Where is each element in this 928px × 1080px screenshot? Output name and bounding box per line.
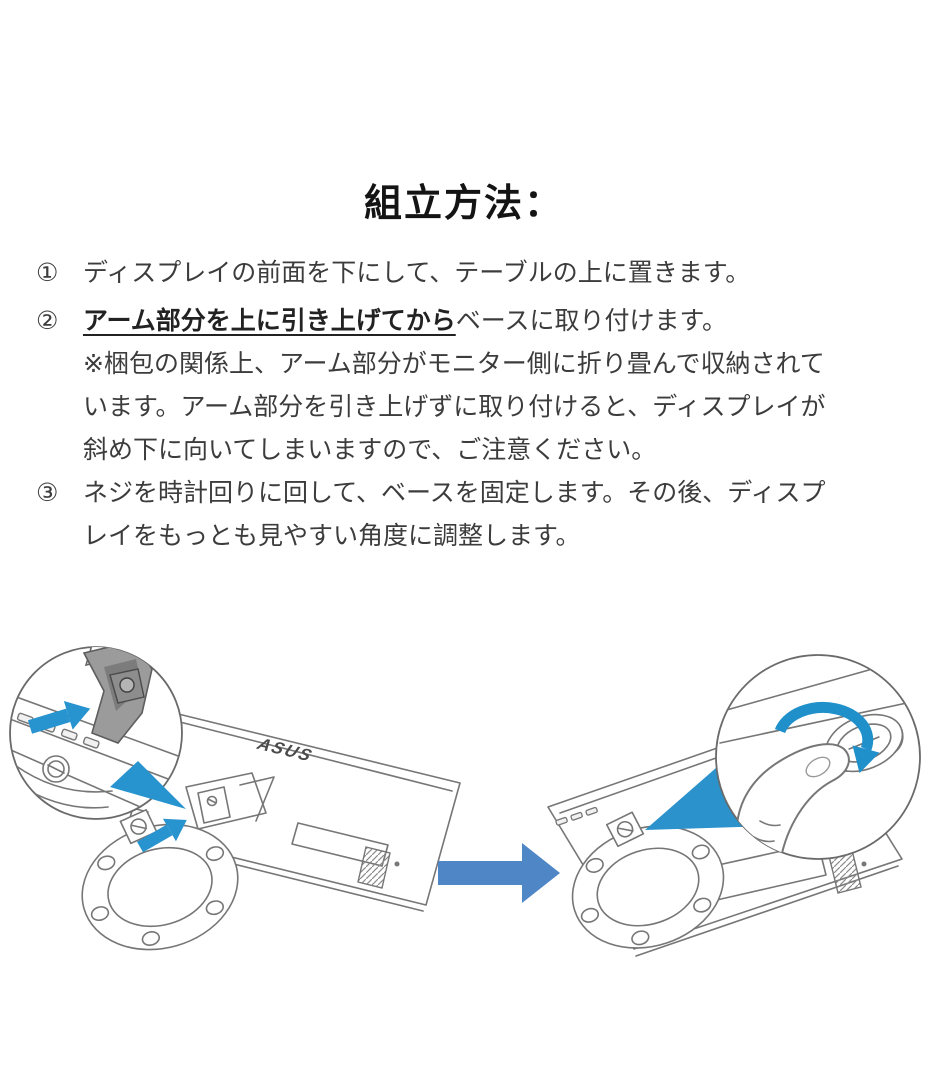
left-base-disc: [81, 809, 239, 951]
step-3-text: ネジを時計回りに回して、ベースを固定します。その後、ディスプ: [83, 479, 826, 507]
step-1-text: ディスプレイの前面を下にして、テーブルの上に置きます。: [83, 259, 751, 287]
base-thumbscrew-bracket: [119, 809, 158, 845]
monitor-buttons-right: [555, 806, 598, 826]
stand-arm-recess: [185, 772, 275, 830]
step-1-number: ①: [36, 259, 59, 287]
step-2-rest-text: ベースに取り付けます。: [455, 307, 728, 335]
lift-arm-arrow-icon: [27, 700, 91, 734]
step-1: ① ディスプレイの前面を下にして、テーブルの上に置きます。: [36, 258, 904, 301]
note-text: います。アーム部分を引き上げずに取り付けると、ディスプレイが: [83, 393, 826, 421]
step-3-continuation: レイをもっとも見やすい角度に調整します。: [83, 522, 581, 550]
step-2-text: アーム部分を上に引き上げてからベースに取り付けます。: [83, 306, 727, 336]
step-2-emphasized-text: アーム部分を上に引き上げてから: [83, 307, 456, 335]
next-step-arrow-icon: [438, 843, 560, 903]
step-3: ③ ネジを時計回りに回して、ベースを固定します。その後、ディスプ: [36, 478, 904, 521]
raised-arm-shape: [82, 647, 153, 744]
finger-illustration: [735, 743, 850, 859]
assembly-diagram-svg: ASUS: [9, 646, 921, 957]
page-title: 組立方法：: [363, 183, 564, 225]
base-thumbscrew-bracket-right: [605, 811, 645, 848]
callout-pointer-left: [110, 761, 186, 809]
step-3-text-line-2: レイをもっとも見やすい角度に調整します。: [36, 521, 904, 564]
step-2-note-line-2: います。アーム部分を引き上げずに取り付けると、ディスプレイが: [36, 392, 904, 435]
attach-arrow-icon: [137, 818, 187, 853]
instruction-steps: ① ディスプレイの前面を下にして、テーブルの上に置きます。 ② アーム部分を上に…: [36, 258, 904, 564]
note-text: ※梱包の関係上、アーム部分がモニター側に折り畳んで収納されて: [83, 350, 825, 378]
step-2-note-line-1: ※梱包の関係上、アーム部分がモニター側に折り畳んで収納されて: [36, 349, 904, 392]
step-3-number: ③: [36, 479, 59, 507]
assembly-diagram: ASUS: [0, 615, 928, 1060]
rotate-clockwise-arrow-icon: [774, 701, 880, 774]
step-2-note-line-3: 斜め下に向いてしまいますので、ご注意ください。: [36, 435, 904, 478]
step-2: ② アーム部分を上に引き上げてからベースに取り付けます。: [36, 306, 904, 349]
screw-zoom-callout: [715, 654, 921, 860]
right-base-disc: [571, 811, 725, 949]
step-2-number: ②: [36, 307, 59, 335]
note-text: 斜め下に向いてしまいますので、ご注意ください。: [83, 436, 657, 464]
